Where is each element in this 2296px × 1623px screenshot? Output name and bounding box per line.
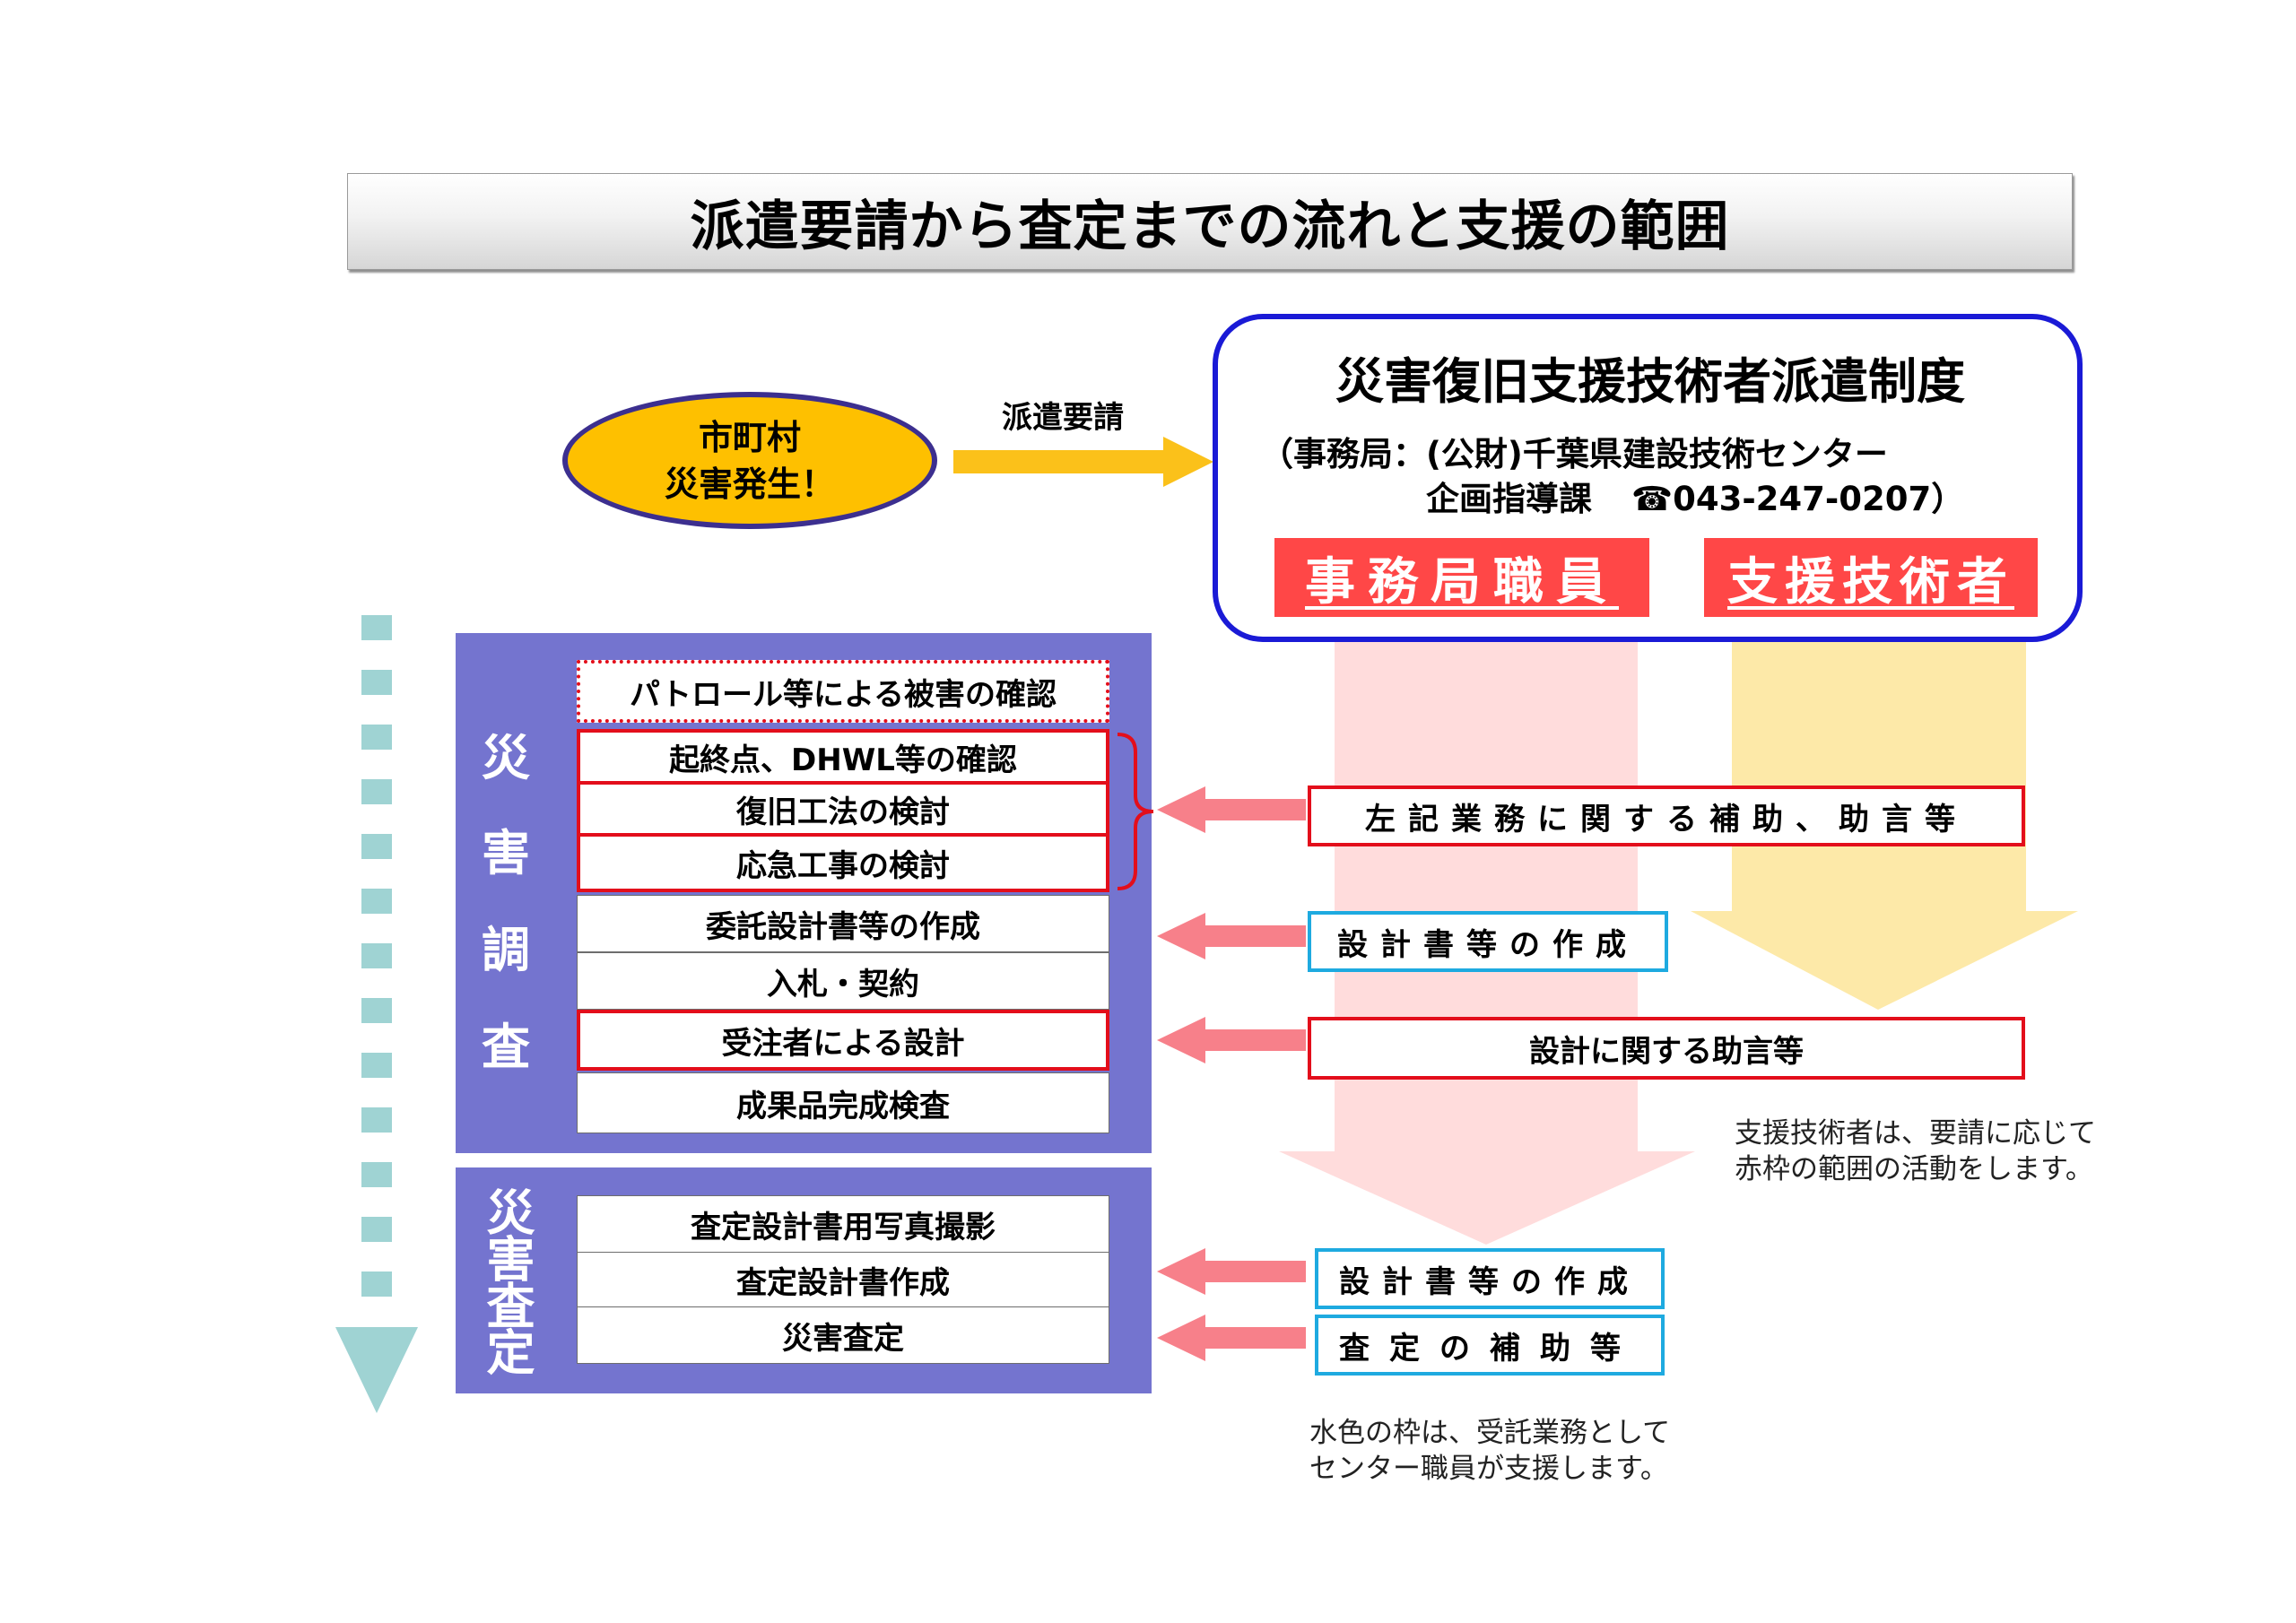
office-staff-tag: 事務局職員 <box>1274 538 1649 617</box>
step-disaster-assessment: 災害査定 <box>577 1306 1109 1364</box>
support-arrow-assist <box>1157 786 1306 833</box>
support-arrow-assessment-docs <box>1157 1248 1306 1295</box>
survey-label-char-4: 査 <box>482 1018 530 1075</box>
office-dept: 企画指導課 <box>1426 480 1592 518</box>
step-endpoint-dhwl-check: 起終点、DHWL等の確認 <box>577 729 1109 785</box>
red-steps-brace <box>1117 733 1154 890</box>
step-design-document: 委託設計書等の作成 <box>577 895 1109 952</box>
page-title: 派遣要請から査定までの流れと支援の範囲 <box>347 173 2073 270</box>
support-arrow-design-docs <box>1157 913 1306 959</box>
support-arrow-assessment-assist <box>1157 1315 1306 1361</box>
step-restoration-method: 復旧工法の検討 <box>577 781 1109 837</box>
office-info-line2: 企画指導課 ☎043-247-0207） <box>1426 472 2054 520</box>
support-arrow-design-advice <box>1157 1017 1306 1063</box>
request-label: 派遣要請 <box>1002 399 1124 436</box>
municipality-label: 市町村 <box>698 417 801 457</box>
support-assessment-assist-box: 査定の補助等 <box>1315 1315 1665 1376</box>
office-info-line1: （事務局：(公財)千葉県建設技術センター <box>1260 435 1888 473</box>
support-design-advice-box: 設計に関する助言等 <box>1308 1017 2025 1080</box>
assessment-label: 災害査定 <box>478 1187 535 1374</box>
step-deliverable-inspection: 成果品完成検査 <box>577 1072 1109 1133</box>
support-assist-advice-box: 左記業務に関する補助、助言等 <box>1308 785 2025 846</box>
step-contractor-design: 受注者による設計 <box>577 1010 1109 1071</box>
step-patrol-damage-check: パトロール等による被害の確認 <box>577 660 1109 723</box>
municipality-disaster-ellipse: 市町村 災害発生！ <box>562 392 937 529</box>
disaster-occurrence-label: 災害発生！ <box>664 464 835 504</box>
support-engineer-note: 支援技術者は、要請に応じて 赤枠の範囲の活動をします。 <box>1735 1117 2096 1185</box>
step-assessment-document: 査定設計書作成 <box>577 1252 1109 1307</box>
survey-label-char-1: 災 <box>482 729 530 786</box>
step-emergency-work: 応急工事の検討 <box>577 833 1109 892</box>
cyan-frame-note: 水色の枠は、受託業務として センター職員が支援します。 <box>1309 1417 1671 1485</box>
step-bidding-contract: 入札・契約 <box>577 952 1109 1010</box>
step-assessment-photos: 査定設計書用写真撮影 <box>577 1195 1109 1253</box>
support-design-docs-box: 設計書等の作成 <box>1308 911 1668 972</box>
office-phone: ☎043-247-0207） <box>1631 480 1965 518</box>
survey-label-char-3: 調 <box>482 921 530 978</box>
support-engineer-tag: 支援技術者 <box>1704 538 2038 617</box>
system-title: 災害復旧支援技術者派遣制度 <box>1335 352 1965 410</box>
request-arrow <box>953 437 1213 487</box>
support-assessment-docs-box: 設計書等の作成 <box>1315 1248 1665 1309</box>
survey-label-char-2: 害 <box>482 824 530 881</box>
